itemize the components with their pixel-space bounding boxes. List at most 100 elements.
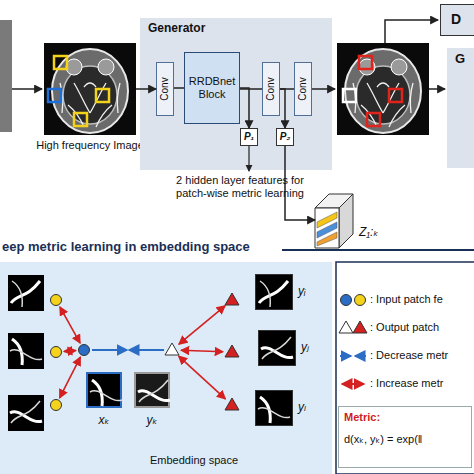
patch-marker [74, 113, 87, 126]
patch-texture [8, 333, 44, 369]
node-text: RRDBnet Block [187, 75, 237, 100]
legend-text: : Increase metr [370, 377, 443, 390]
input-feature-dot [51, 347, 62, 358]
increase-arrow [60, 357, 81, 398]
patch-texture [8, 275, 44, 311]
output-feature-mark [165, 343, 179, 355]
node-text: G [455, 52, 465, 67]
cube-face [315, 208, 339, 248]
legend-sample [353, 321, 367, 333]
patch-marker [48, 89, 61, 102]
connector [174, 87, 184, 89]
ct-image [44, 43, 136, 135]
legend-frame [336, 262, 474, 474]
node-text: Conv [159, 77, 171, 100]
connector [285, 146, 315, 220]
image-patch: xₖ [86, 372, 122, 408]
node-text: Embedding space [150, 454, 238, 467]
increase-arrow [179, 356, 226, 399]
generator-panel: G [447, 48, 474, 168]
feature-slice [317, 222, 337, 238]
connector [280, 89, 285, 128]
node-text: High frequency Image [34, 139, 146, 152]
patch-marker [389, 89, 402, 102]
patch-marker [359, 56, 372, 69]
patch-texture [8, 395, 44, 431]
node-text: yⱼ [301, 341, 309, 355]
connector [280, 88, 294, 90]
anchor-feature-dot [79, 345, 90, 356]
legend-text: : Input patch fe [370, 293, 443, 306]
legend-sample [341, 295, 352, 306]
patch-marker [54, 56, 67, 69]
node-text: Z₁:ₖ [359, 226, 379, 240]
feature-slice [317, 212, 337, 228]
flow-arrow [12, 88, 42, 90]
increase-arrow [64, 350, 76, 352]
patch-marker [367, 113, 380, 126]
output-feature-mark [225, 293, 239, 305]
conv-layer: Conv [156, 62, 174, 116]
node-text: P₁ [241, 131, 257, 143]
connector [240, 88, 249, 128]
legend-text: : Output patch [370, 321, 439, 334]
patch-marker [343, 89, 356, 102]
node-text: D [451, 11, 461, 27]
node-text: yₗ [298, 401, 306, 415]
patch-texture [90, 380, 122, 406]
generator-panel: GeneratorConvRRDBnet BlockConvConvP₁P₂ [140, 18, 332, 170]
legend-sample [355, 355, 366, 357]
feature-block: Z₁:ₖ [315, 192, 355, 248]
cube-face [339, 194, 353, 248]
leader-arrow [248, 146, 249, 171]
patch-texture [261, 337, 293, 359]
node-text: Generator [148, 22, 205, 36]
feature-tap: P₁ [240, 128, 258, 146]
increase-arrow [60, 307, 80, 343]
legend-text: : Decrease metr [370, 349, 448, 362]
image-patch: yᵢ [255, 274, 293, 310]
ct-image [337, 43, 429, 135]
feature-tap: P₂ [276, 128, 294, 146]
patch-texture [258, 397, 290, 423]
input-image: High frequency Image [44, 43, 136, 135]
decrease-arrow [92, 349, 127, 351]
annotation-text: 2 hidden layer features for patch-wise m… [165, 174, 315, 199]
legend-sample [340, 355, 351, 357]
decrease-arrow [129, 349, 164, 351]
metric-box: Metric: d(xₖ, yₖ) = exp(‖ [338, 406, 472, 468]
increase-arrow [179, 306, 225, 344]
image-patch: yₖ [134, 372, 170, 408]
cube-face [315, 194, 353, 208]
connector [136, 88, 156, 90]
patch-texture [259, 281, 288, 307]
feature-slice [317, 232, 337, 246]
conv-layer: Conv [262, 62, 280, 116]
cropped-panel [0, 20, 12, 132]
node-text: P₂ [277, 131, 293, 143]
node-text: d(xₖ, yₖ) = exp(‖ [344, 433, 422, 446]
increase-arrow [181, 350, 223, 351]
rrdb-block: RRDBnet Block [184, 52, 240, 124]
node-text: Metric: [344, 411, 380, 424]
flow-arrow [429, 88, 445, 90]
connector [240, 88, 262, 90]
section-rule [282, 249, 474, 251]
output-feature-mark [225, 398, 239, 410]
section-heading: eep metric learning in embedding space [2, 240, 250, 255]
node-text: Conv [265, 77, 277, 100]
embedding-panel: Embedding space xₖyₖ yᵢ yⱼ yₗ [0, 262, 332, 474]
patch-texture [138, 380, 170, 402]
output-feature-mark [225, 345, 239, 357]
discriminator-box: D [440, 4, 474, 36]
node-text: yₖ [136, 414, 168, 428]
flow-arrow [385, 20, 438, 43]
image-patch: yₗ [255, 390, 293, 426]
flow-arrow [312, 88, 335, 90]
legend-sample [355, 295, 366, 306]
